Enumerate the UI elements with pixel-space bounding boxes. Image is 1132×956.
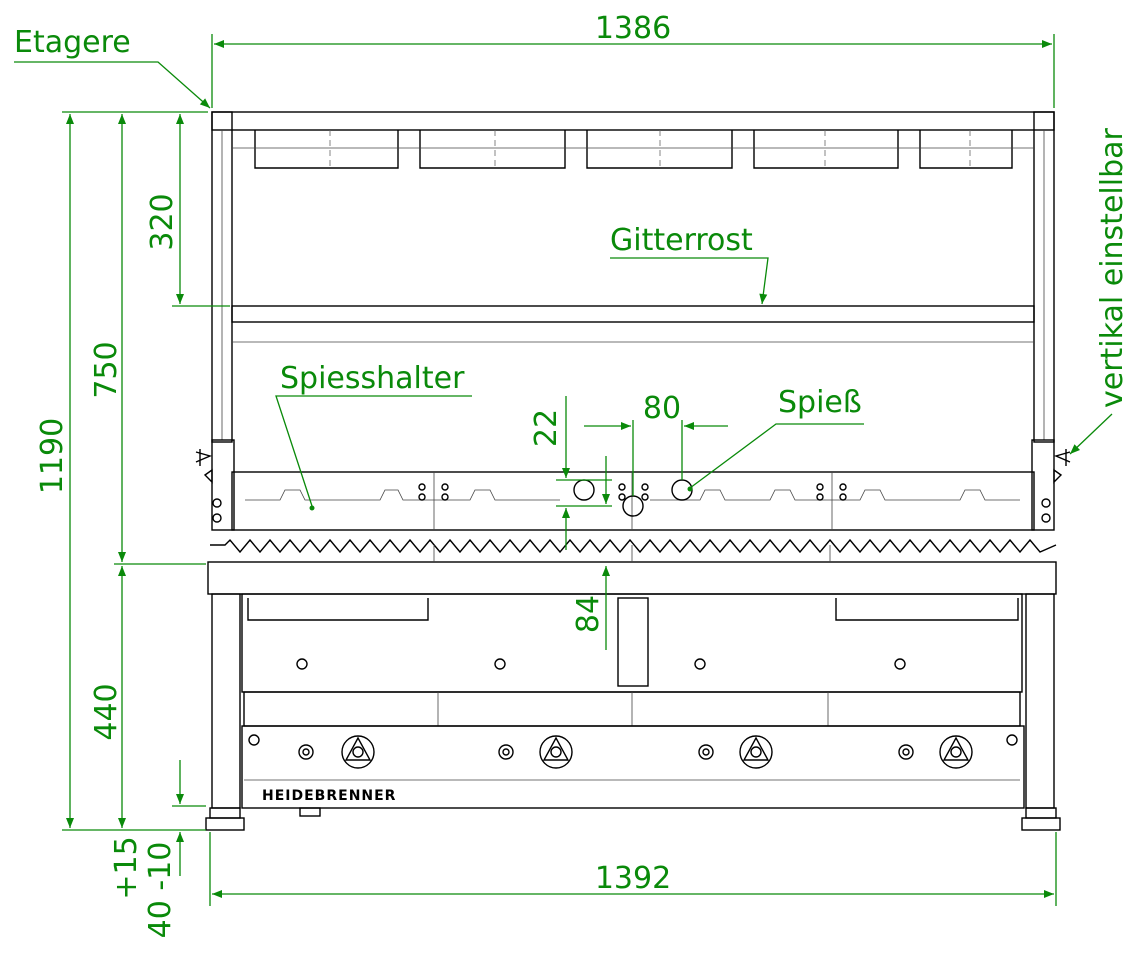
foot-right: [1021, 817, 1061, 831]
grill-machine: HEIDEBRENNER: [195, 111, 1071, 831]
bolt-icon: [898, 744, 914, 760]
dim-bottom-width: 1392: [595, 861, 671, 896]
label-gitterrost: Gitterrost: [610, 223, 753, 258]
etagere-pans: [254, 130, 1013, 169]
label-etagere: Etagere: [14, 25, 131, 60]
label-spiesshalter: Spiesshalter: [280, 361, 465, 396]
wing-nut-icon: [195, 449, 213, 466]
knob-icon: [341, 735, 375, 769]
dim-etagere-gap: 320: [145, 193, 180, 250]
grate: [231, 305, 1035, 323]
knob-icon: [739, 735, 773, 769]
wing-nut-icon: [1053, 449, 1071, 466]
bolt-icon: [498, 744, 514, 760]
knob-icon: [539, 735, 573, 769]
bolt-icon: [298, 744, 314, 760]
dim-foot-minus: 40 -10: [143, 842, 178, 939]
foot-left: [205, 817, 245, 831]
label-spiess: Spieß: [778, 385, 862, 420]
dim-total-height: 1190: [35, 418, 70, 494]
bolt-icon: [698, 744, 714, 760]
control-panel: [241, 725, 1025, 809]
knob-icon: [939, 735, 973, 769]
dim-spit-spacing: 80: [643, 391, 681, 426]
label-vertikal-einstellbar: vertikal einstellbar: [1095, 128, 1130, 408]
dim-top-width: 1386: [595, 11, 671, 46]
grill-bed: [207, 561, 1057, 595]
labels: Etagere Gitterrost Spiesshalter Spieß ve…: [14, 25, 1130, 511]
dimensions: 1386 1392 1190 750 320 440 +15 40 -10: [35, 11, 1057, 939]
dim-lower-height: 440: [89, 683, 124, 740]
brand-logo: HEIDEBRENNER: [262, 788, 396, 804]
dim-spit-height: 22: [529, 409, 564, 447]
dim-spit-offset: 84: [571, 595, 606, 633]
lower-cabinet: [241, 593, 1023, 693]
dim-foot-plus: +15: [109, 836, 144, 899]
dim-upper-height: 750: [89, 341, 124, 398]
